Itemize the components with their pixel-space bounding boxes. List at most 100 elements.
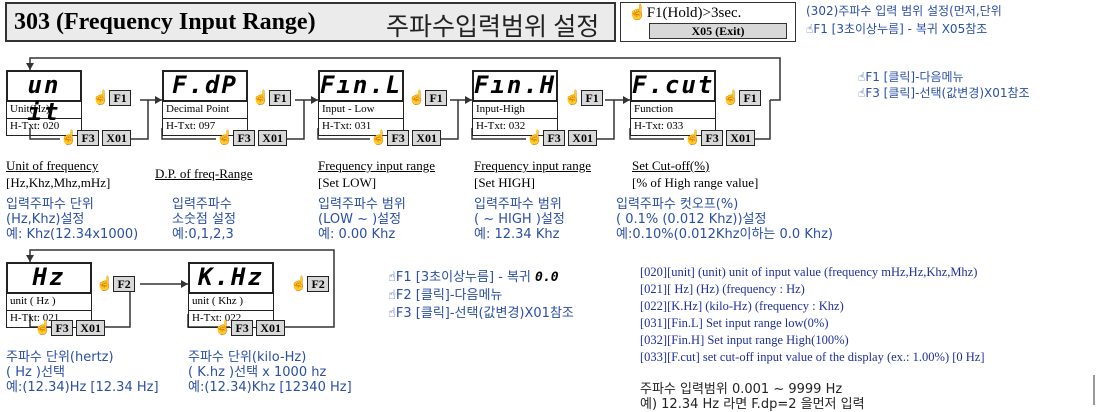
mid-note-f3-select: ☝F3 [클릭]-선택(값변경)X01참조 (388, 306, 574, 321)
desc-korean-3: 예:0.10%(0.012Khz이하는 0.0 Khz) (616, 227, 833, 242)
hand-icon: ☝ (564, 91, 582, 106)
f3-key[interactable]: ☝F3 X01 (214, 320, 285, 337)
desc-korean-2: (LOW ~ )설정 (318, 212, 402, 227)
block-label: Unit(Hz) (6, 102, 82, 119)
desc-korean-1: 입력주파수 컷오프(%) (616, 197, 739, 212)
segment-display: F.cut (630, 70, 716, 102)
desc-korean-3: 예: 12.34 Khz (474, 227, 560, 242)
segment-display: un it (6, 70, 82, 126)
hand-icon: ☝ (388, 288, 396, 303)
param-block-fcut[interactable]: F.cut Function H-Txt: 033 (630, 70, 716, 136)
htxt-item: [022][K.Hz] (kilo-Hz) (frequency : Khz) (640, 299, 844, 313)
htxt-item: [021][ Hz] (Hz) (frequency : Hz) (640, 282, 805, 296)
htxt-item: [020][unit] (unit) unit of input value (… (640, 265, 978, 279)
block-htxt: H-Txt: 031 (318, 119, 404, 136)
desc-korean-2: ( 0.1% (0.012 Khz))설정 (616, 212, 767, 227)
block-label: Function (630, 102, 716, 119)
f3-key[interactable]: ☝F3 X01 (34, 320, 105, 337)
f3-key[interactable]: ☝F3 X01 (60, 130, 131, 147)
block-htxt: H-Txt: 021 (6, 311, 92, 328)
desc-korean-2: (Hz,Khz)설정 (6, 212, 85, 227)
hand-icon: ☝ (408, 91, 426, 106)
desc-korean-3: 예: Khz(12.34x1000) (6, 227, 139, 242)
desc-heading: Set Cut-off(%) (632, 158, 710, 173)
hand-icon: ☝ (60, 131, 78, 146)
htxt-item: [031][Fin.L] Set input range low(0%) (640, 316, 829, 330)
desc-korean-1: 입력주파수 (172, 197, 232, 212)
block-htxt: H-Txt: 020 (6, 119, 82, 136)
param-block-unit[interactable]: un it Unit(Hz) H-Txt: 020 (6, 70, 82, 136)
desc-korean-2: ( ~ HIGH )설정 (474, 212, 565, 227)
hold-instruction: ☝F1(Hold)>3sec. (628, 5, 742, 21)
desc-heading: Frequency input range (474, 158, 591, 173)
f1-key[interactable]: ☝F1 (92, 90, 131, 107)
sub-korean-1: 주파수 단위(kilo-Hz) (188, 350, 307, 365)
sub-f3-2b (276, 284, 335, 328)
param-block-fin-l[interactable]: Fın.L Input - Low H-Txt: 031 (318, 70, 404, 136)
f1-key[interactable]: ☝F1 (408, 90, 447, 107)
segment-display: F.dP (162, 70, 248, 102)
sub-korean-2: ( Hz )선택 (6, 365, 65, 380)
mid-note-f2-next: ☝F2 [클릭]-다음메뉴 (388, 288, 503, 303)
hand-icon: ☝ (526, 131, 544, 146)
sub-korean-3: 예:(12.34)Khz [12340 Hz] (188, 380, 352, 395)
block-label: unit ( Khz ) (188, 294, 274, 311)
f1-key[interactable]: ☝F1 (252, 90, 291, 107)
f2-key[interactable]: ☝F2 (290, 276, 329, 293)
desc-korean-3: 예: 0.00 Khz (318, 227, 396, 242)
hand-icon: ☝ (628, 5, 647, 21)
sub-block-khz[interactable]: K.Hz unit ( Khz ) H-Txt: 022 (188, 262, 274, 328)
note-f1-next: ☝F1 [클릭]-다음메뉴 (858, 70, 964, 84)
block-htxt: H-Txt: 033 (630, 119, 716, 136)
segment-display: Hz (6, 262, 92, 294)
mid-note-f1-hold: ☝F1 [3초이상누름] - 복귀 0.0 (388, 270, 559, 285)
f1-key[interactable]: ☝F1 (722, 90, 761, 107)
hand-icon: ☝ (722, 91, 740, 106)
block-htxt: H-Txt: 022 (188, 311, 274, 328)
desc-heading: Frequency input range (318, 158, 435, 173)
desc-heading: Unit of frequency (6, 158, 99, 173)
block-htxt: H-Txt: 032 (472, 119, 558, 136)
footer-range: 주파수 입력범위 0.001 ~ 9999 Hz (640, 382, 843, 397)
desc-sub: [Set HIGH] (474, 175, 536, 190)
f3-key[interactable]: ☝F3 X01 (216, 130, 287, 147)
hand-icon: ☝ (684, 131, 702, 146)
hand-icon: ☝ (216, 131, 234, 146)
hand-icon: ☝ (214, 321, 232, 336)
f2-key[interactable]: ☝F2 (96, 276, 135, 293)
f3-key[interactable]: ☝F3 X01 (684, 130, 755, 147)
desc-korean-2: 소숫점 설정 (172, 212, 236, 227)
f3-key[interactable]: ☝F3 X01 (370, 130, 441, 147)
sub-block-hz[interactable]: Hz unit ( Hz ) H-Txt: 021 (6, 262, 92, 328)
htxt-item: [033][F.cut] set cut-off input value of … (640, 350, 985, 364)
hand-icon: ☝ (388, 270, 396, 285)
f3-key[interactable]: ☝F3 X01 (526, 130, 597, 147)
hand-icon: ☝ (96, 277, 114, 292)
block-label: unit ( Hz ) (6, 294, 92, 311)
param-block-fin-h[interactable]: Fın.H Input-High H-Txt: 032 (472, 70, 558, 136)
hand-icon: ☝ (290, 277, 308, 292)
hand-icon: ☝ (858, 86, 866, 100)
param-block-fdp[interactable]: F.dP Decimal Point H-Txt: 097 (162, 70, 248, 136)
f1-key[interactable]: ☝F1 (564, 90, 603, 107)
hold-box (620, 2, 796, 42)
desc-korean-1: 입력주파수 범위 (474, 197, 562, 212)
segment-display: Fın.L (318, 70, 404, 102)
hand-icon: ☝ (370, 131, 388, 146)
hand-icon: ☝ (806, 22, 814, 36)
block-label: Decimal Point (162, 102, 248, 119)
exit-code: X05 (Exit) (649, 23, 787, 39)
hand-icon: ☝ (252, 91, 270, 106)
hand-icon: ☝ (92, 91, 110, 106)
page-title: 303 (Frequency Input Range) (14, 9, 316, 35)
sub-f3-1b (100, 284, 131, 328)
segment-display: K.Hz (188, 262, 274, 294)
htxt-item: [032][Fin.H] Set input range High(100%) (640, 333, 849, 347)
hand-icon: ☝ (388, 306, 396, 321)
htxt-list: [020][unit] (unit) unit of input value (… (640, 264, 985, 366)
desc-korean-1: 입력주파수 단위 (6, 197, 94, 212)
desc-sub: [% of High range value] (632, 175, 759, 190)
loop-line-top (29, 57, 781, 101)
desc-korean-3: 예:0,1,2,3 (172, 227, 234, 242)
footer-example: 예) 12.34 Hz 라면 F.dp=2 을먼저 입력 (640, 397, 865, 412)
